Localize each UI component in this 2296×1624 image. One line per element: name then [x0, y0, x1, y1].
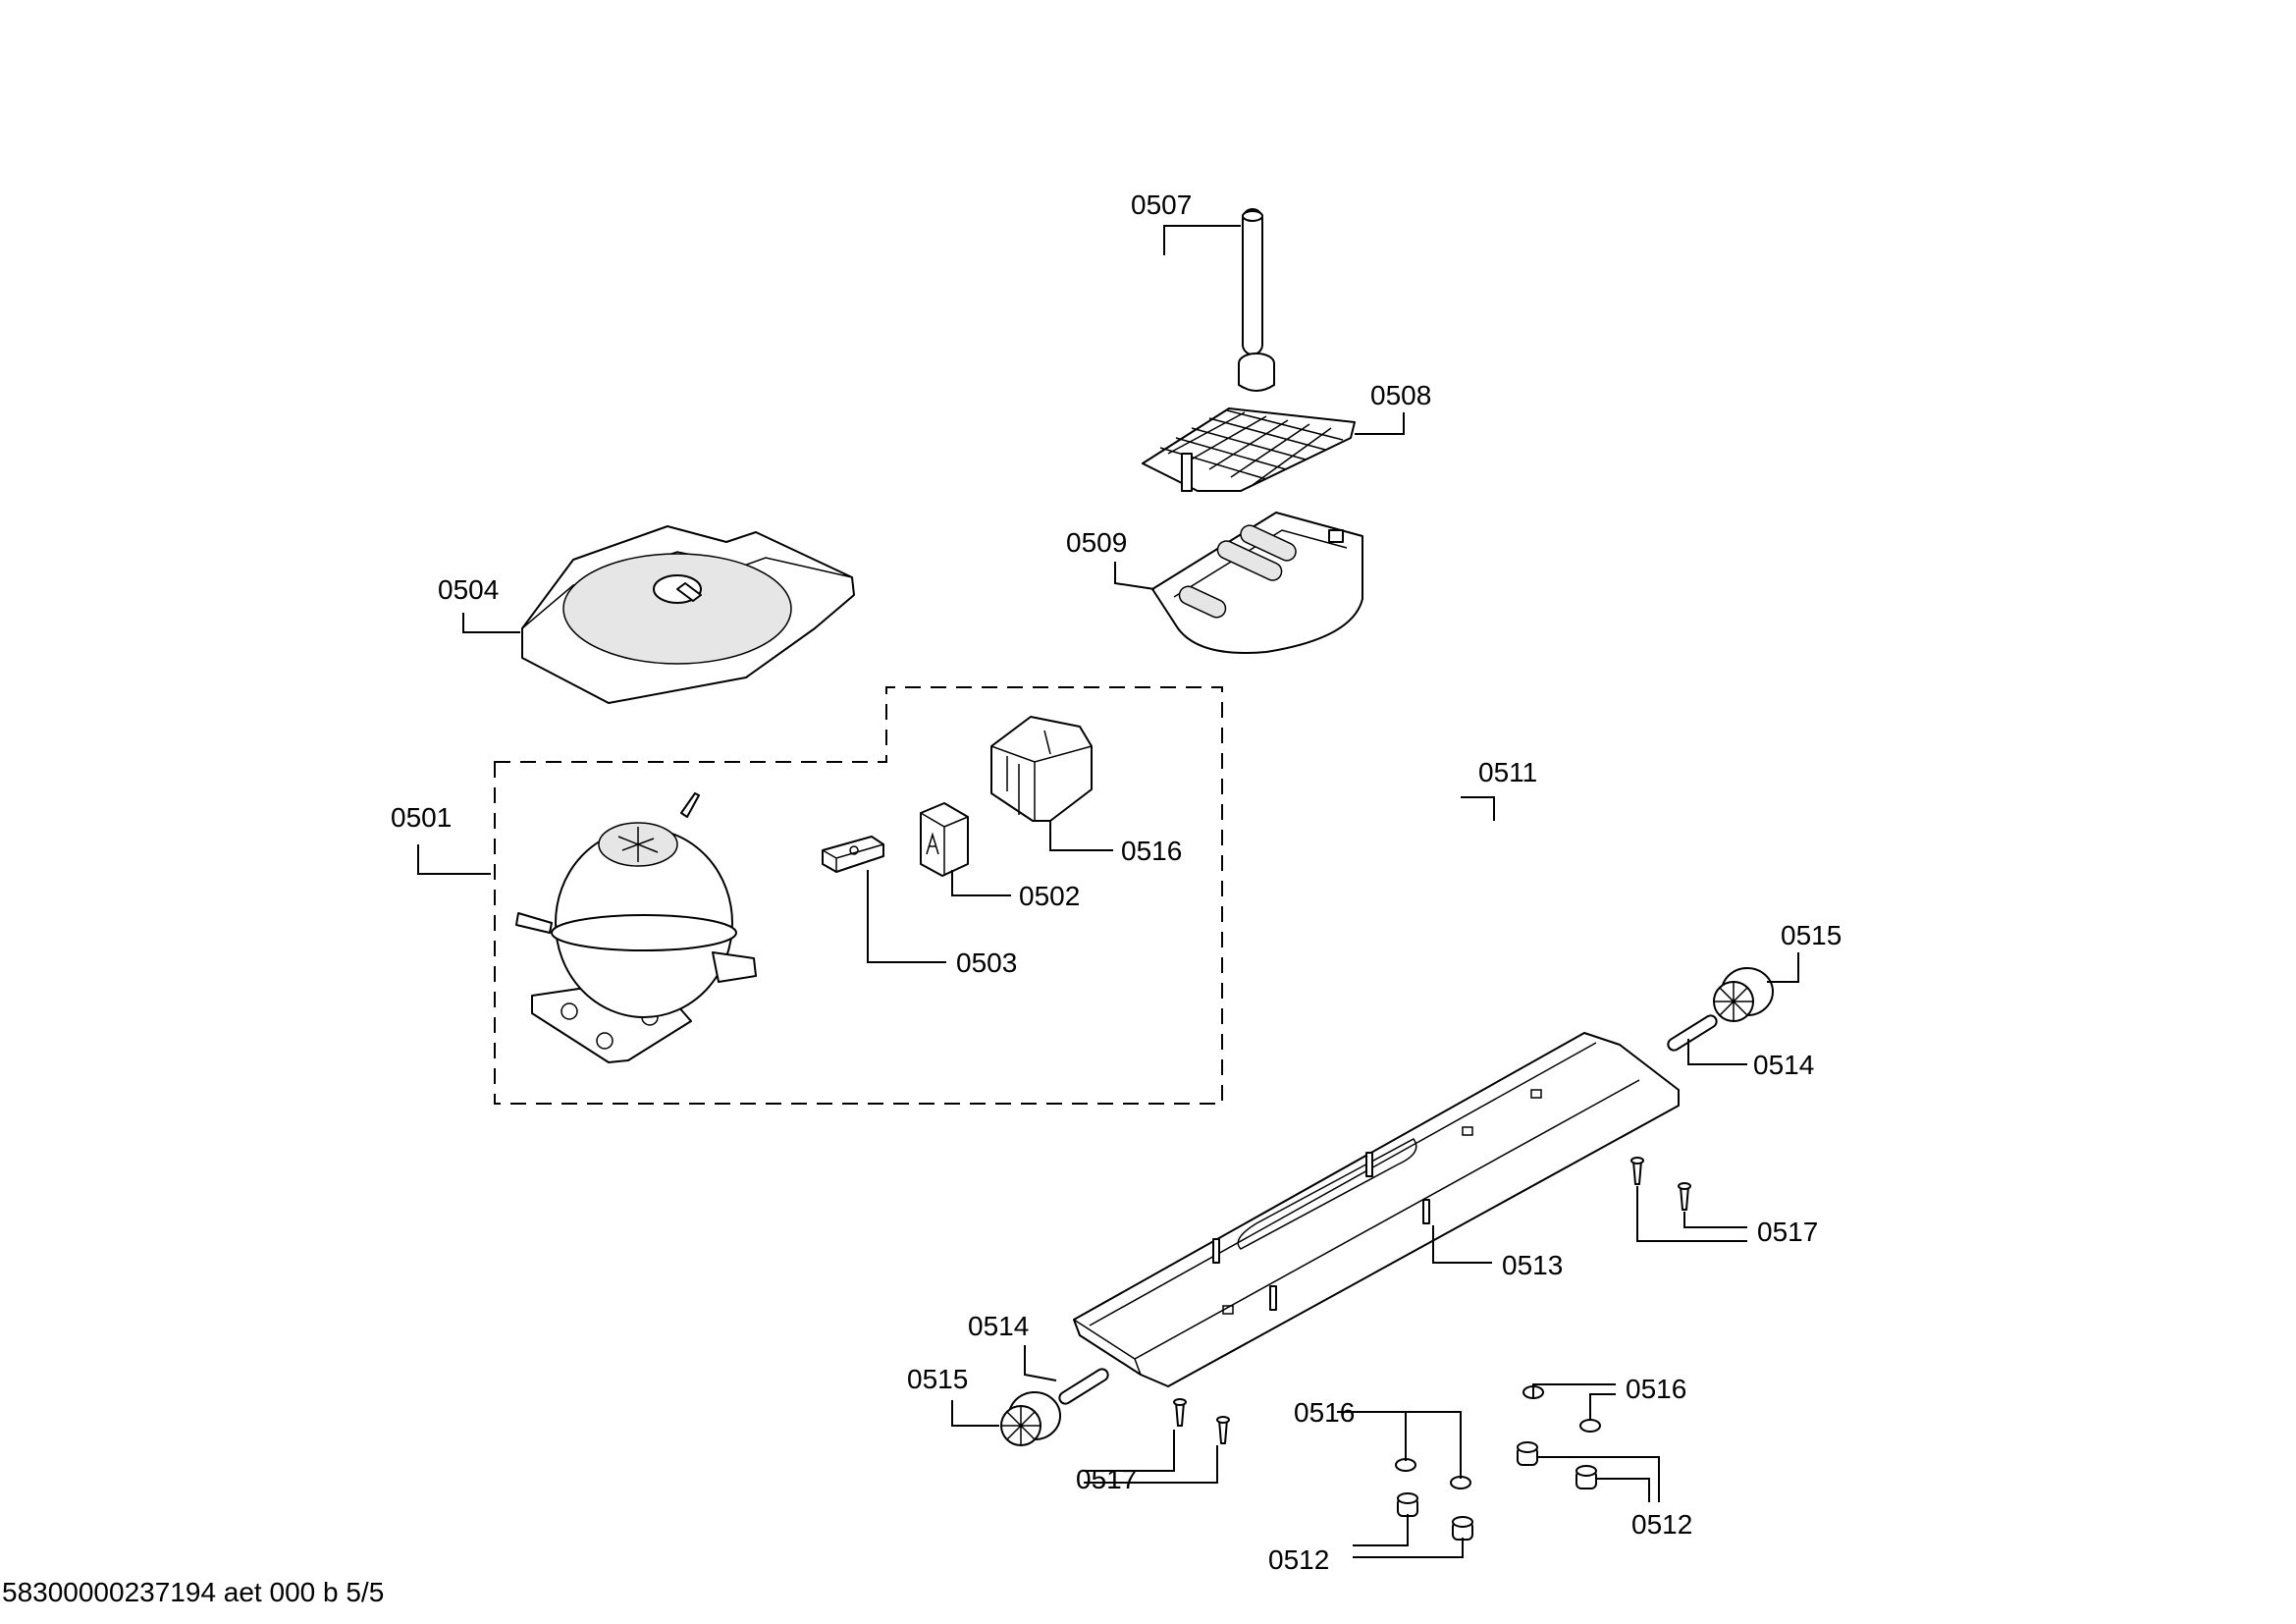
document-reference-footer: 58300000237194 aet 000 b 5/5: [2, 1577, 385, 1607]
callout-0513: 0513: [1502, 1250, 1563, 1280]
part-0517-screws-upper: [1630, 1157, 1691, 1211]
part-0515-wheel-upper: [1713, 967, 1774, 1022]
callout-0516-washers-left: 0516: [1294, 1397, 1355, 1428]
callout-0517-upper: 0517: [1757, 1217, 1818, 1247]
part-0509-tray: [1151, 512, 1363, 654]
callout-0503: 0503: [956, 947, 1017, 978]
part-0501-compressor: [515, 792, 757, 1063]
part-0512-grommets: [1397, 1441, 1597, 1541]
part-0516-connector-housing: [990, 716, 1093, 822]
callout-0515-lower: 0515: [907, 1364, 968, 1394]
part-0515-wheel-lower: [1000, 1391, 1061, 1446]
callout-0502: 0502: [1019, 881, 1080, 911]
part-0508-grid-cover: [1142, 352, 1356, 492]
part-0513-base-frame: [1073, 1032, 1680, 1387]
assembly-group-boundary: [494, 686, 1223, 1105]
part-0503-clip: [822, 836, 884, 873]
part-0517-screws-lower: [1173, 1398, 1230, 1444]
callout-0512-right: 0512: [1631, 1509, 1692, 1540]
callout-0504: 0504: [438, 574, 499, 605]
part-0507-tube: [1242, 208, 1263, 355]
callout-0515-upper: 0515: [1781, 920, 1842, 950]
part-0502-relay: [920, 802, 969, 877]
callout-0514-lower: 0514: [968, 1311, 1029, 1341]
part-0514-pin-lower: [1058, 1368, 1109, 1405]
callout-0507: 0507: [1131, 189, 1192, 220]
callout-0501: 0501: [391, 802, 452, 833]
part-0516-washers: [1395, 1385, 1601, 1489]
part-0504-drip-tray: [521, 525, 855, 704]
callout-0511: 0511: [1478, 757, 1537, 787]
leader-lines: [417, 225, 1799, 1558]
callout-0508: 0508: [1370, 380, 1431, 410]
callout-0514-upper: 0514: [1753, 1050, 1814, 1080]
callout-0516-washers-right: 0516: [1626, 1374, 1686, 1404]
callout-0516-housing: 0516: [1121, 836, 1182, 866]
callout-0517-lower: 0517: [1076, 1464, 1137, 1494]
part-0511-curved-hose: [1281, 786, 1468, 936]
callout-0512-left: 0512: [1268, 1544, 1329, 1575]
part-0514-pin-upper: [1667, 1014, 1718, 1052]
callout-0509: 0509: [1066, 527, 1127, 558]
